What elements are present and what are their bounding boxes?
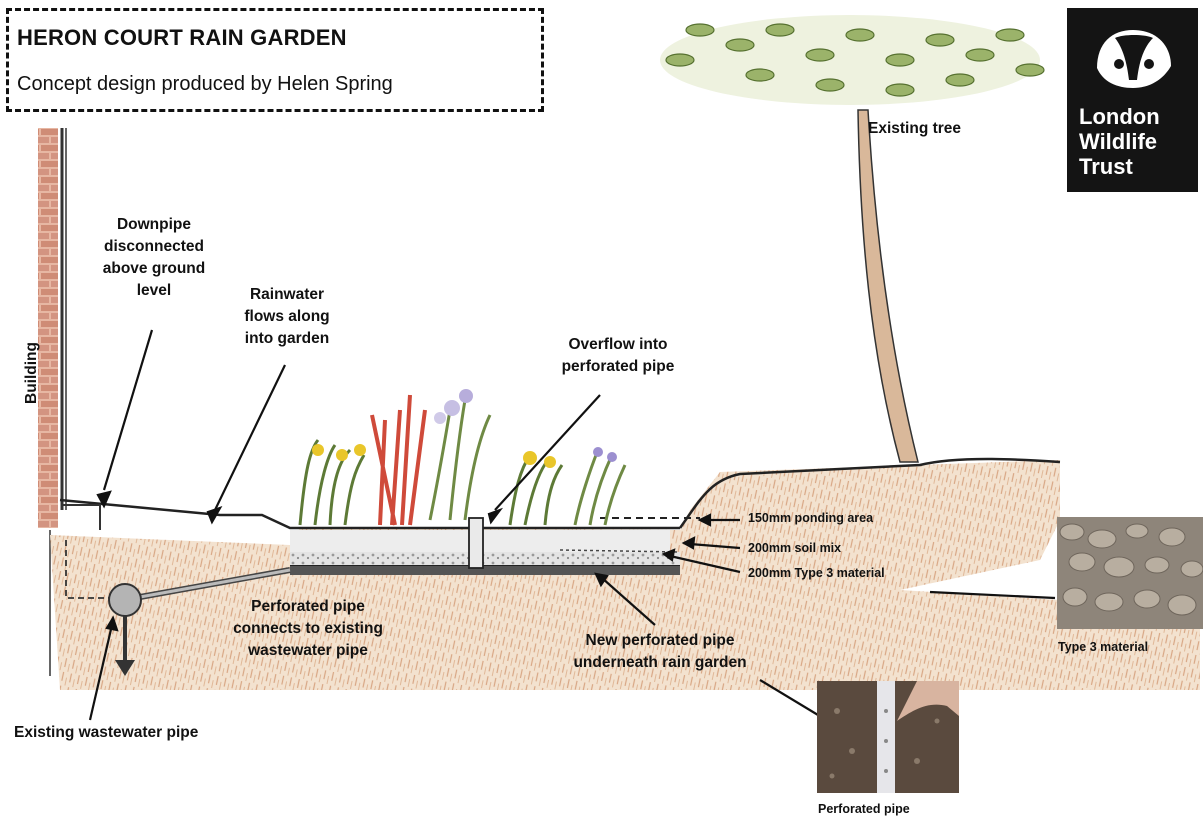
title-box: HERON COURT RAIN GARDEN Concept design p… xyxy=(6,8,544,112)
ponding-label: 150mm ponding area xyxy=(748,511,873,525)
existing-wastewater-label: Existing wastewater pipe xyxy=(14,722,244,744)
perforated-photo-caption: Perforated pipe xyxy=(818,802,910,816)
type3-material-photo xyxy=(1057,517,1203,629)
building-label: Building xyxy=(23,333,41,413)
type3-layer-label: 200mm Type 3 material xyxy=(748,566,885,580)
downpipe-label: Downpipe disconnected above ground level xyxy=(88,214,220,302)
type3-layer xyxy=(290,552,680,566)
existing-wastewater-pipe xyxy=(109,584,141,616)
new-perforated-label: New perforated pipe underneath rain gard… xyxy=(560,630,760,674)
rainwater-label: Rainwater flows along into garden xyxy=(222,284,352,350)
building-wall xyxy=(38,128,58,528)
logo-text: London Wildlife Trust xyxy=(1079,104,1160,179)
existing-tree-label: Existing tree xyxy=(868,118,988,140)
london-wildlife-trust-logo: London Wildlife Trust xyxy=(1067,8,1198,192)
existing-tree xyxy=(660,15,1044,462)
perforated-pipe-photo xyxy=(817,681,959,793)
diagram-title: HERON COURT RAIN GARDEN xyxy=(17,25,347,51)
diagram-subtitle: Concept design produced by Helen Spring xyxy=(17,73,393,96)
badger-icon xyxy=(1067,8,1198,98)
type3-photo-caption: Type 3 material xyxy=(1058,640,1148,654)
overflow-pipe xyxy=(469,518,483,568)
new-perforated-pipe xyxy=(290,566,680,575)
overflow-label: Overflow into perforated pipe xyxy=(545,334,691,378)
soil-mix-label: 200mm soil mix xyxy=(748,541,841,555)
perforated-connects-label: Perforated pipe connects to existing was… xyxy=(220,596,396,662)
planting xyxy=(300,389,625,525)
